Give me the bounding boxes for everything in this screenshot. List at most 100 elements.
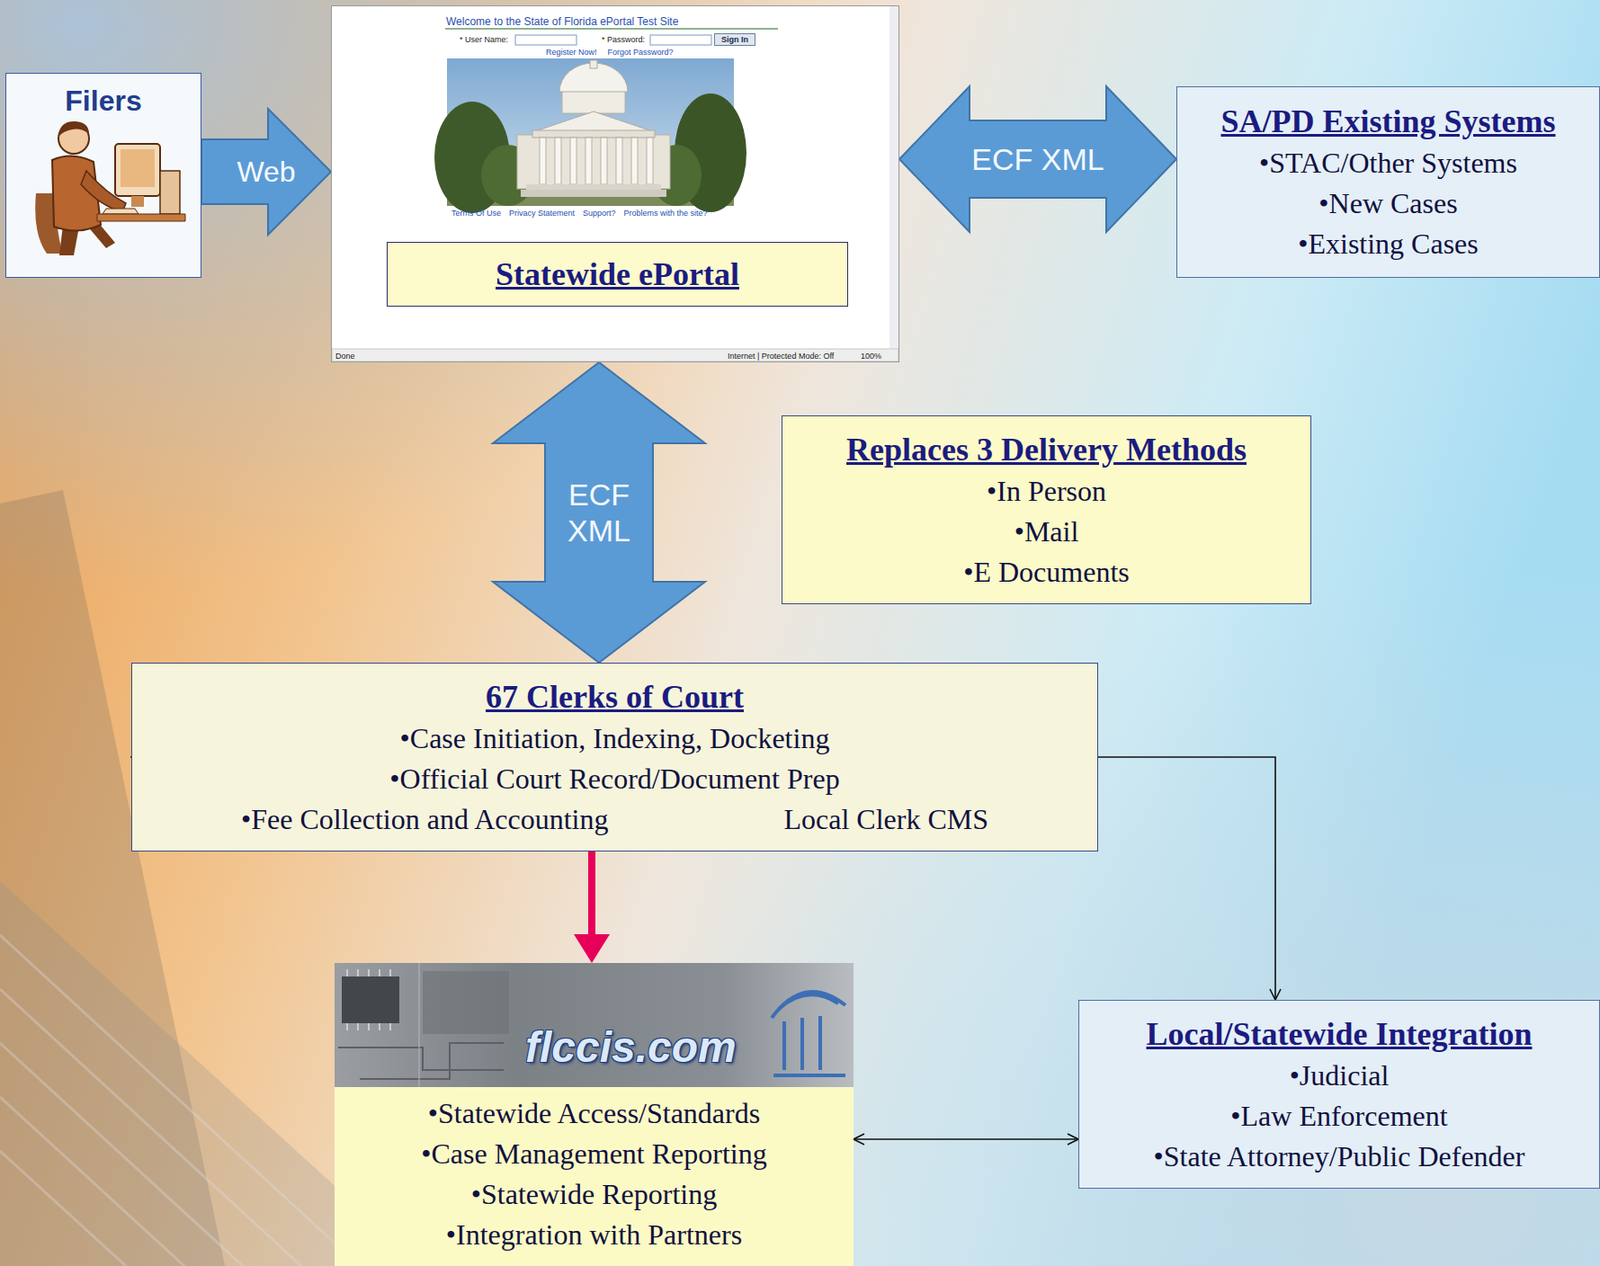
text-row: 67 Clerks of Court [146, 675, 1083, 719]
text-row: flccis.com [525, 1022, 737, 1073]
lantern [589, 60, 598, 69]
bullet-item: •Existing Cases [1297, 223, 1479, 265]
text-row: •State Attorney/Public Defender [1093, 1136, 1585, 1178]
box-heading: 67 Clerks of Court [485, 675, 744, 719]
button: Sign In [714, 33, 756, 46]
text-row: •Statewide Reporting [348, 1174, 840, 1216]
note-box: Replaces 3 Delivery Methods•In Person•Ma… [781, 415, 1312, 605]
monitor-stand [131, 196, 144, 207]
column [585, 137, 592, 185]
screenshot-window [330, 5, 900, 363]
dome-drum [562, 89, 626, 114]
bullet-item: •State Attorney/Public Defender [1153, 1136, 1526, 1178]
status-bar [331, 348, 899, 362]
block-arrow-shape [492, 362, 706, 663]
header-rule [445, 27, 778, 30]
filer-box-fill [5, 72, 202, 278]
column [554, 137, 562, 185]
field-label: * Password: [601, 35, 645, 45]
link: Problems with the site? [624, 208, 708, 219]
system-box: Local/Statewide Integration•Judicial•Law… [1078, 1000, 1600, 1189]
block-arrow [492, 362, 706, 663]
arrow-shaft [588, 851, 596, 937]
portal-screenshot: Welcome to the State of Florida ePortal … [330, 5, 900, 363]
filer-box: Filers [5, 72, 202, 278]
edge-label: ECF XML [971, 142, 1104, 178]
text-row: •STAC/Other Systems [1191, 143, 1585, 184]
bullet-item: Local Clerk CMS [783, 799, 989, 841]
arrowhead [573, 934, 610, 964]
block-arrow-shape [201, 108, 331, 235]
bullet-item: •Case Initiation, Indexing, Docketing [400, 718, 831, 760]
text-row: * User Name: [459, 35, 509, 45]
text-row: Register Now! Forgot Password? [545, 47, 674, 58]
block-arrow [201, 108, 331, 235]
connector-line [853, 1138, 1079, 1141]
desk [97, 214, 186, 222]
portal-box: flccis.com •Statewide Access/Standards•Ca… [334, 963, 854, 1266]
link: Register Now! [545, 47, 598, 58]
text-row: •Law Enforcement [1093, 1096, 1585, 1137]
logo-text: flccis.com [525, 1022, 737, 1073]
steps [526, 184, 662, 190]
text-row: Statewide ePortal [402, 252, 833, 296]
bullet-item: •Official Court Record/Document Prep [389, 759, 840, 800]
process-box: 67 Clerks of Court•Case Initiation, Inde… [131, 662, 1099, 852]
text-row: Welcome to the State of Florida ePortal … [446, 15, 679, 28]
text-row: •E Documents [796, 552, 1297, 593]
text-row: Replaces 3 Delivery Methods [796, 428, 1297, 472]
link-line [853, 1139, 1079, 1141]
text-row: •New Cases [1191, 183, 1585, 224]
text-row: •Judicial [1093, 1055, 1585, 1097]
link: Forgot Password? [607, 47, 674, 58]
input-field [515, 35, 577, 45]
text-row: •Case Initiation, Indexing, Docketing [146, 718, 1083, 760]
text-row: •Integration with Partners [348, 1215, 840, 1256]
system-box: SA/PD Existing Systems•STAC/Other System… [1176, 86, 1600, 278]
text-row: SA/PD Existing Systems [1191, 99, 1585, 144]
bullet-item: •Integration with Partners [446, 1215, 742, 1256]
bullet-item: •E Documents [963, 552, 1130, 593]
scrollbar [889, 6, 899, 349]
box-heading: Filers [64, 82, 142, 119]
text-row: •Statewide Access/Standards [348, 1093, 840, 1135]
column [646, 137, 653, 185]
link: Terms Of Use [451, 208, 501, 219]
input-field [650, 35, 712, 45]
box-heading: Statewide ePortal [495, 252, 740, 296]
bullet-item: •Case Management Reporting [420, 1134, 767, 1175]
text-row: * Password: [601, 35, 645, 45]
box-heading: SA/PD Existing Systems [1220, 99, 1556, 144]
bullet-item: •Statewide Reporting [471, 1174, 717, 1216]
column [600, 137, 608, 185]
text-row: •Official Court Record/Document Prep [146, 759, 1083, 800]
bullet-item: •In Person [986, 471, 1107, 512]
status-text: Done [335, 351, 356, 362]
hair [58, 121, 90, 137]
courthouse-photo [434, 58, 747, 214]
status-text: Internet | Protected Mode: Off [727, 351, 834, 362]
column [539, 137, 546, 185]
column [631, 137, 638, 185]
bullet-item: •Fee Collection and Accounting [241, 799, 608, 841]
bullet-item: •New Cases [1318, 183, 1457, 224]
text-row: 100% [860, 351, 882, 362]
page-heading: Welcome to the State of Florida ePortal … [446, 15, 679, 28]
text-row: •Case Management Reporting [348, 1134, 840, 1175]
text-row: Internet | Protected Mode: Off [727, 351, 834, 362]
column [616, 137, 623, 185]
steps [520, 189, 667, 197]
bullet-item: •Mail [1014, 511, 1080, 553]
text-row: Filers [13, 82, 194, 119]
building [517, 134, 671, 189]
block-arrow [899, 86, 1177, 233]
bullet-item: •Law Enforcement [1230, 1096, 1448, 1137]
pediment [535, 111, 653, 132]
filer-illustration [35, 121, 186, 256]
entablature [532, 130, 655, 138]
text-row: •Existing Cases [1191, 223, 1585, 265]
monitor [115, 143, 161, 197]
